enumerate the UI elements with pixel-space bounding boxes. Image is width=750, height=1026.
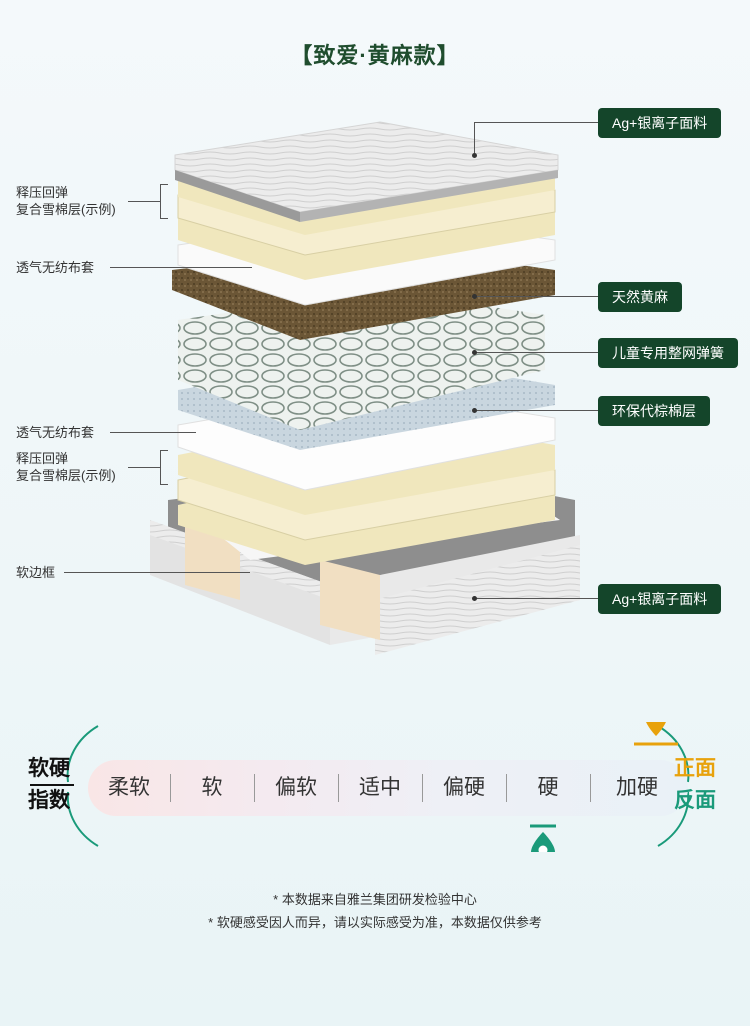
connector-dot: [472, 408, 477, 413]
tag-bottom-fabric: Ag+银离子面料: [598, 584, 722, 614]
level-separator: [170, 774, 171, 802]
back-label: 反面: [674, 789, 716, 812]
tag-spring: 儿童专用整网弹簧: [598, 338, 738, 368]
bracket-line: [160, 484, 168, 485]
level-cell: 偏硬: [443, 776, 485, 799]
connector-line: [474, 598, 598, 599]
label-foam-bottom-line1: 释压回弹: [16, 451, 69, 466]
scale-arcs: [66, 722, 690, 852]
connector-dot: [472, 153, 477, 158]
connector-dot: [472, 350, 477, 355]
connector-line: [474, 296, 598, 297]
front-label: 正面: [674, 757, 716, 780]
connector-line: [110, 267, 252, 268]
connector-line: [474, 122, 598, 123]
level-separator: [422, 774, 423, 802]
level-separator: [254, 774, 255, 802]
level-cell: 柔软: [108, 776, 150, 799]
back-marker-drop-icon: [530, 824, 556, 852]
hardness-scale: 软硬 指数 柔软 软 偏软 适中 偏硬 硬 加硬 正面 反面: [28, 722, 728, 852]
label-foam-top-line2: 复合雪棉层(示例): [16, 202, 116, 217]
label-nonwoven-top: 透气无纺布套: [16, 260, 95, 275]
label-frame: 软边框: [16, 565, 56, 580]
level-cell: 偏软: [275, 776, 317, 799]
bracket-line: [160, 218, 168, 219]
bracket-line: [160, 450, 161, 484]
scale-bar: 柔软 软 偏软 适中 偏硬 硬 加硬: [88, 760, 688, 816]
bracket-line: [160, 184, 168, 185]
front-marker-pin-icon: [634, 722, 678, 746]
top-fabric-layer: [174, 121, 559, 222]
scale-left-bottom: 指数: [28, 789, 70, 812]
label-foam-top-line1: 释压回弹: [16, 185, 69, 200]
connector-line: [110, 432, 196, 433]
label-foam-bottom-line2: 复合雪棉层(示例): [16, 468, 116, 483]
label-nonwoven-bottom: 透气无纺布套: [16, 425, 95, 440]
level-cell: 硬: [537, 776, 559, 799]
tag-top-fabric: Ag+银离子面料: [598, 108, 722, 138]
scale-left-divider: [30, 784, 74, 786]
level-separator: [338, 774, 339, 802]
connector-dot: [472, 596, 477, 601]
tag-palm: 环保代棕棉层: [598, 396, 710, 426]
bracket-line: [128, 201, 160, 202]
note-source: * 本数据来自雅兰集团研发检验中心: [273, 892, 477, 907]
connector-line: [474, 410, 598, 411]
level-separator: [506, 774, 507, 802]
level-cell: 加硬: [616, 776, 658, 799]
tag-jute: 天然黄麻: [598, 282, 682, 312]
connector-line: [474, 352, 598, 353]
note-disclaimer: * 软硬感受因人而异，请以实际感受为准，本数据仅供参考: [208, 915, 542, 930]
bracket-line: [160, 450, 168, 451]
scale-left-top: 软硬: [28, 757, 70, 780]
mattress-layer-diagram: [150, 121, 580, 655]
connector-line: [64, 572, 250, 573]
bracket-line: [160, 184, 161, 218]
page-title: 【致爱·黄麻款】: [290, 43, 460, 68]
level-cell: 软: [201, 776, 223, 799]
level-cell: 适中: [359, 776, 401, 799]
connector-dot: [472, 294, 477, 299]
level-separator: [590, 774, 591, 802]
bracket-line: [128, 467, 160, 468]
connector-line: [474, 122, 475, 156]
